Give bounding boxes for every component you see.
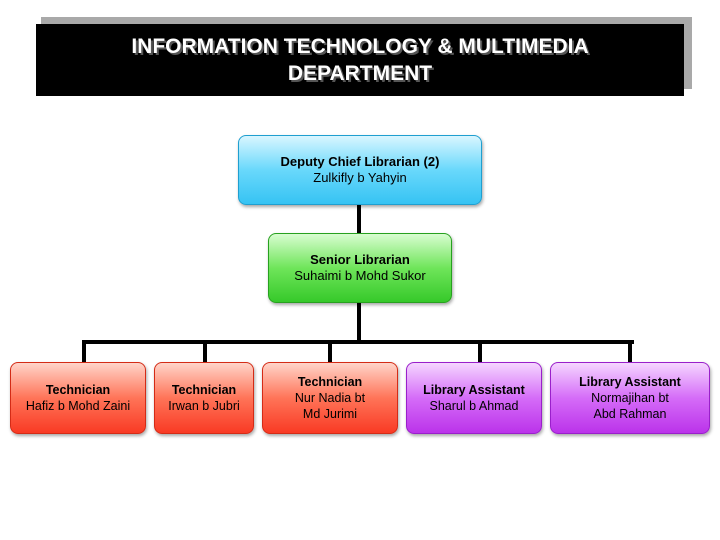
node-role: Library Assistant	[423, 383, 525, 397]
node-person: Normajihan bt Abd Rahman	[591, 391, 669, 421]
connector-drop-la2	[628, 340, 632, 363]
node-technician-1: Technician Hafiz b Mohd Zaini	[10, 362, 146, 434]
node-person: Zulkifly b Yahyin	[313, 170, 407, 185]
node-person: Nur Nadia bt Md Jurimi	[294, 391, 366, 421]
node-technician-2: Technician Irwan b Jubri	[154, 362, 254, 434]
node-deputy-chief-librarian: Deputy Chief Librarian (2) Zulkifly b Ya…	[238, 135, 482, 205]
node-senior-librarian: Senior Librarian Suhaimi b Mohd Sukor	[268, 233, 452, 303]
connector-drop-tech2	[203, 340, 207, 363]
node-person: Suhaimi b Mohd Sukor	[294, 268, 426, 283]
page-title: INFORMATION TECHNOLOGY & MULTIMEDIA DEPA…	[131, 35, 589, 85]
node-role: Technician	[171, 383, 237, 397]
connector-deputy-senior	[357, 205, 361, 234]
node-person: Sharul b Ahmad	[429, 399, 519, 413]
node-library-assistant-2: Library Assistant Normajihan bt Abd Rahm…	[550, 362, 710, 434]
node-role: Technician	[297, 375, 363, 389]
connector-horizontal-bus	[82, 340, 634, 344]
title-banner: INFORMATION TECHNOLOGY & MULTIMEDIA DEPA…	[36, 24, 684, 96]
node-role: Deputy Chief Librarian (2)	[280, 154, 440, 169]
node-person: Irwan b Jubri	[168, 399, 240, 413]
connector-senior-bus	[357, 302, 361, 343]
node-technician-3: Technician Nur Nadia bt Md Jurimi	[262, 362, 398, 434]
connector-drop-la1	[478, 340, 482, 363]
node-role: Senior Librarian	[310, 252, 410, 267]
node-role: Library Assistant	[579, 375, 681, 389]
node-library-assistant-1: Library Assistant Sharul b Ahmad	[406, 362, 542, 434]
connector-drop-tech3	[328, 340, 332, 363]
node-role: Technician	[45, 383, 111, 397]
connector-drop-tech1	[82, 340, 86, 363]
node-person: Hafiz b Mohd Zaini	[25, 399, 131, 413]
